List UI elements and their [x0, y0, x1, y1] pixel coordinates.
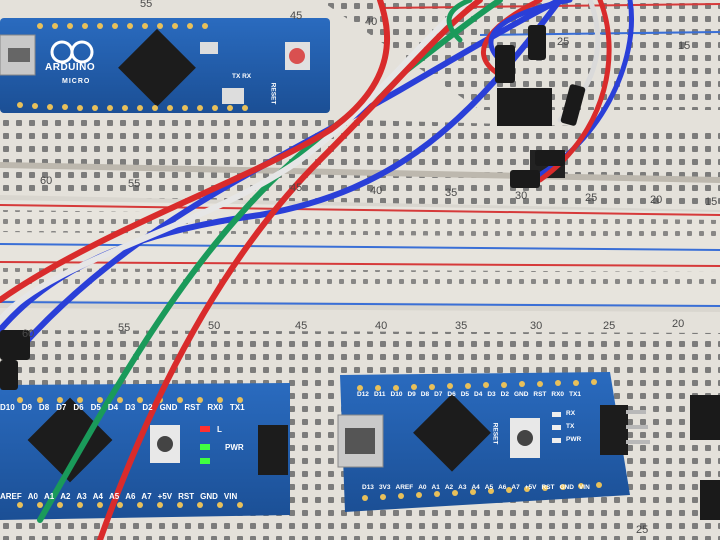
nano-right-led-tx	[552, 425, 561, 430]
nano-right-board	[337, 372, 650, 512]
nano-left-chip	[27, 397, 113, 483]
nano-left-led-pwr	[200, 444, 210, 450]
nano-left-board	[0, 383, 290, 520]
atmega-chip	[118, 28, 196, 107]
wire-white-1	[0, 0, 473, 323]
wire-red-2	[0, 0, 390, 303]
jumper-wires	[0, 0, 634, 540]
center-channel-top	[0, 162, 720, 183]
rail-blue-top	[479, 31, 720, 36]
ic-chip-bottom-right	[690, 395, 720, 440]
nano-right-led-rx	[552, 412, 561, 417]
wire-blue-3	[517, 0, 634, 188]
wire-green-2	[446, 0, 473, 43]
nano-left-icsp-header	[258, 425, 288, 475]
nano-right-chip	[413, 393, 491, 472]
wire-blue-4	[488, 0, 573, 63]
rail-blue-2	[0, 301, 720, 307]
nano-right-led-pwr	[552, 438, 561, 443]
ic-chip-bottom-right-2	[700, 480, 720, 520]
wire-red-1	[97, 0, 483, 540]
arduino-micro-board	[0, 18, 330, 113]
rail-red-2	[0, 261, 720, 267]
rail-holes-2	[0, 268, 720, 290]
rail-red-1	[0, 204, 720, 216]
reset-button	[289, 48, 305, 64]
ic-chip-top	[497, 88, 552, 126]
wire-plugs	[0, 25, 586, 390]
nano-left-led-l	[200, 426, 210, 432]
rail-blue-1	[0, 243, 720, 251]
nano-right-icsp-header	[600, 405, 628, 455]
